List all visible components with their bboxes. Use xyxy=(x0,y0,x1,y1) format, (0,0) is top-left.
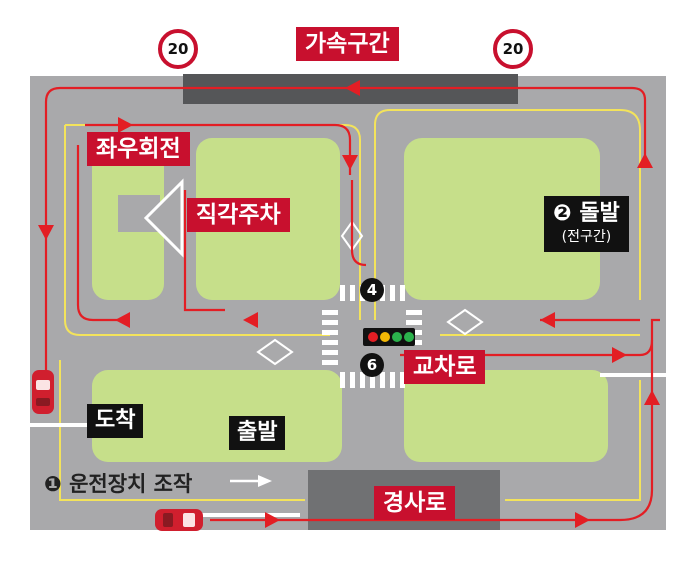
car-departure xyxy=(155,509,203,531)
departure-label: 출발 xyxy=(229,416,286,450)
lane-lines xyxy=(59,109,641,501)
intersection-label: 교차로 xyxy=(404,350,486,384)
speed-limit-sign-left: 20 xyxy=(158,29,198,69)
slope-label: 경사로 xyxy=(374,486,456,520)
speed-limit-sign-right: 20 xyxy=(493,29,533,69)
sudden-stop-label: ❷ 돌발 (전구간) xyxy=(544,196,629,252)
device-operation-label: ❶ 운전장치 조작 xyxy=(44,468,192,498)
start-arrowhead xyxy=(258,475,272,487)
sudden-stop-text: 돌발 xyxy=(579,201,620,226)
route-arrows xyxy=(38,80,660,528)
traffic-light xyxy=(363,328,415,346)
grass-areas xyxy=(92,138,608,462)
device-operation-number: ❶ xyxy=(44,472,62,496)
perpendicular-parking-label: 직각주차 xyxy=(187,198,290,232)
arrival-label: 도착 xyxy=(87,404,144,438)
checkpoint-4: 4 xyxy=(360,278,384,302)
car-arrival xyxy=(32,370,54,414)
checkpoint-6: 6 xyxy=(360,353,384,377)
sudden-stop-number: ❷ xyxy=(553,201,572,226)
left-right-turn-label: 좌우회전 xyxy=(87,132,190,166)
parking-slot xyxy=(143,178,184,258)
edge-lines xyxy=(30,72,666,517)
acceleration-zone-label: 가속구간 xyxy=(296,27,399,61)
sudden-stop-subtext: (전구간) xyxy=(561,229,612,245)
device-operation-text: 운전장치 조작 xyxy=(69,472,193,496)
